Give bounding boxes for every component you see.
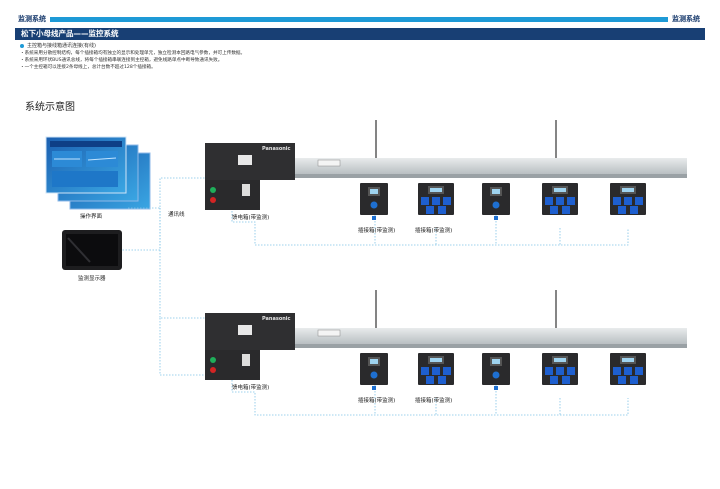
- intro-line-3: ・一个主控箱可以连接2条母线上，总计台数不超过128个插接箱。: [20, 65, 156, 70]
- intro-line-2: ・系统采用环状BUS通讯总线，将每个插接箱串联连接到主控箱，避免线路单点中断导致…: [20, 58, 223, 63]
- comm-line-paths: [122, 177, 629, 416]
- plug-box-a-g2-1: [360, 353, 388, 390]
- plug-box-a-g2-2: [482, 353, 510, 390]
- plug-box-b-g2-2: [542, 353, 578, 385]
- power-box-label-1: 馈电箱(带监测): [232, 215, 270, 221]
- busbar-1: [295, 120, 687, 178]
- header-right-title: 监测系统: [672, 15, 700, 23]
- intro-line-1: ・系统采用分散控制结构，每个插接箱均有独立的显示和处理单元，独立检测本回路电气参…: [20, 51, 246, 56]
- plug-box-b-g2-3: [610, 353, 646, 385]
- plug-box-b-g1-1: [418, 183, 454, 215]
- diagram-title: 系统示意图: [25, 102, 75, 113]
- power-box-label-2: 馈电箱(带监测): [232, 385, 270, 391]
- brand-logo-1: Panasonic: [262, 146, 291, 152]
- plug-box-label-a1: 插接箱(带监测): [358, 228, 396, 234]
- operation-screen-image: [45, 136, 151, 210]
- busbar-2: [295, 290, 687, 348]
- comm-line-label: 通讯线: [168, 212, 185, 218]
- power-cabinet-2: [205, 313, 295, 380]
- header-bar-left: [50, 17, 668, 22]
- brand-logo-2: Panasonic: [262, 316, 291, 322]
- plug-box-b-g1-3: [610, 183, 646, 215]
- bullet-dot-icon: [20, 43, 24, 48]
- plug-box-label-b1: 插接箱(带监测): [415, 228, 453, 234]
- monitor-display-label: 监测显示器: [78, 276, 106, 282]
- plug-box-label-a2: 插接箱(带监测): [358, 398, 396, 404]
- header-left-title: 监测系统: [18, 15, 46, 23]
- subheader-title: 松下小母线产品——监控系统: [21, 29, 119, 38]
- plug-box-a-g1-2: [482, 183, 510, 220]
- plug-box-a-g1-1: [360, 183, 388, 220]
- page-header: 监测系统 监测系统: [0, 12, 720, 24]
- monitor-display-image: [62, 230, 122, 270]
- plug-box-b-g1-2: [542, 183, 578, 215]
- plug-box-label-b2: 插接箱(带监测): [415, 398, 453, 404]
- intro-heading: 主控箱与接线箱通讯连接(有线): [20, 43, 620, 50]
- operation-screen-label: 操作界面: [80, 214, 103, 220]
- plug-box-b-g2-1: [418, 353, 454, 385]
- intro-section: 主控箱与接线箱通讯连接(有线) ・系统采用分散控制结构，每个插接箱均有独立的显示…: [20, 43, 620, 71]
- power-cabinet-1: [205, 143, 295, 210]
- subheader-bar: 松下小母线产品——监控系统: [15, 28, 705, 40]
